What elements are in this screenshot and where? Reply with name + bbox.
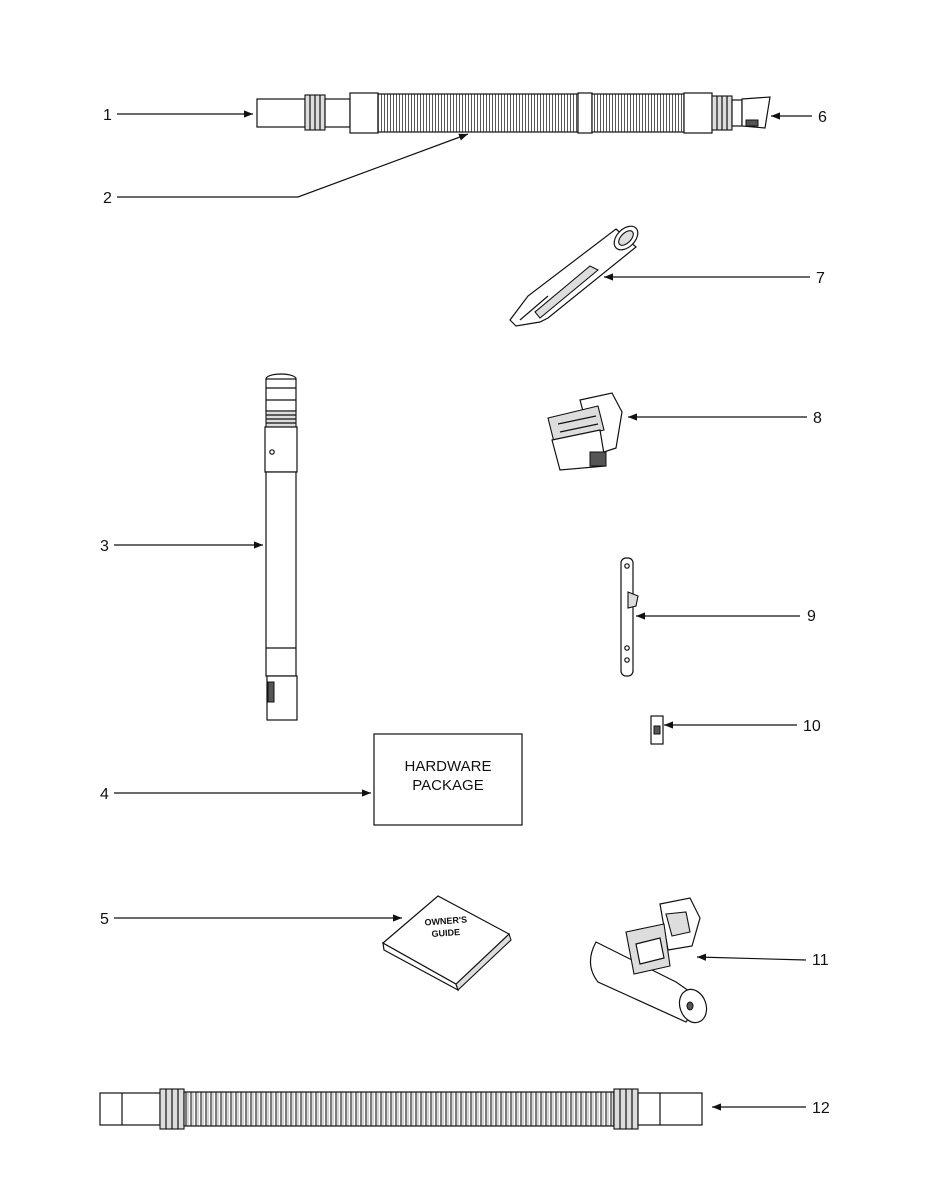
upholstery-tool: [547, 392, 623, 471]
callout-6: 6: [818, 109, 827, 126]
callout-9: 9: [807, 608, 816, 625]
callout-1: 1: [103, 107, 112, 124]
clip: [650, 715, 664, 745]
hose-upper: [256, 92, 771, 134]
callout-10: 10: [803, 718, 821, 735]
slide-bracket: [620, 557, 639, 677]
callout-7: 7: [816, 270, 825, 287]
callout-5: 5: [100, 911, 109, 928]
hardware-label-line1: HARDWARE: [405, 758, 492, 775]
hardware-label-line2: PACKAGE: [412, 777, 483, 794]
callout-12: 12: [812, 1100, 830, 1117]
guide-label-line2: GUIDE: [431, 927, 460, 939]
hardware-package: HARDWARE PACKAGE: [373, 733, 523, 826]
guide-label-line1: OWNER'S: [424, 915, 467, 928]
callout-11: 11: [812, 952, 829, 969]
turbo-brush: [589, 897, 708, 1024]
leader-11: [696, 953, 807, 961]
crevice-tool: [509, 225, 639, 327]
callout-8: 8: [813, 410, 822, 427]
wand: [264, 373, 298, 721]
leader-2: [117, 133, 469, 198]
callout-3: 3: [100, 538, 109, 555]
owners-guide-book: OWNER'S GUIDE: [381, 895, 512, 992]
callout-4: 4: [100, 786, 109, 803]
callout-2: 2: [103, 190, 112, 207]
hose-lower: [99, 1088, 703, 1130]
